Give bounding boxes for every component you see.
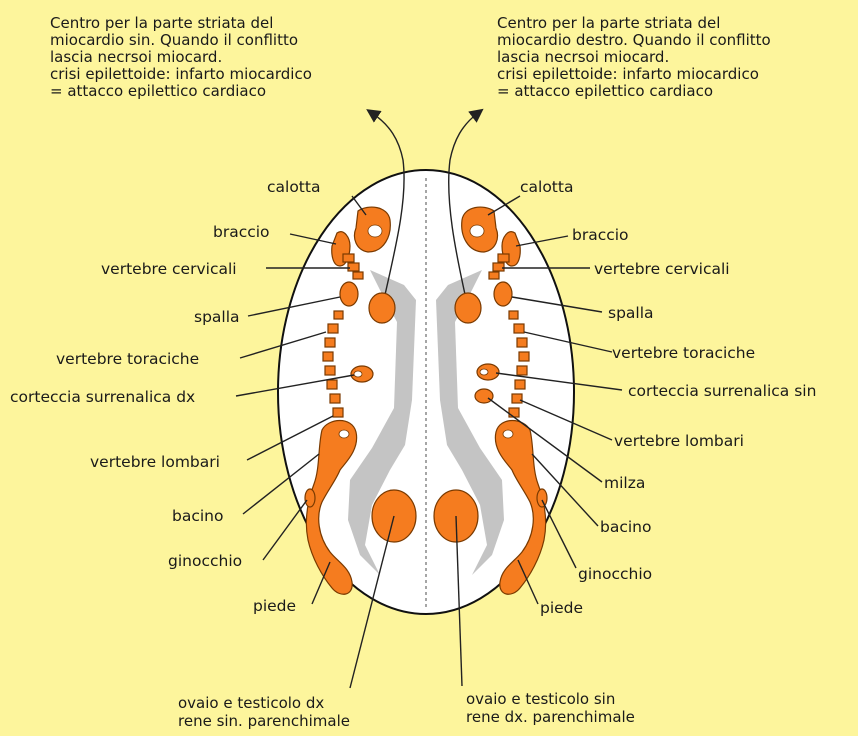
label-right-vertebre-toraciche: vertebre toraciche — [612, 344, 755, 362]
bottom-note-right-line: ovaio e testicolo sin — [466, 690, 615, 708]
label-right-ginocchio: ginocchio — [578, 565, 652, 583]
bottom-note-right-line: rene dx. parenchimale — [466, 708, 635, 726]
top-note-left: Centro per la parte striata del miocardi… — [50, 14, 317, 100]
label-left-ginocchio: ginocchio — [168, 552, 242, 570]
label-left-braccio: braccio — [213, 223, 270, 241]
right-cortex-nucleus — [455, 293, 481, 323]
label-right-bacino: bacino — [600, 518, 651, 536]
label-left-calotta: calotta — [267, 178, 320, 196]
label-right-braccio: braccio — [572, 226, 629, 244]
label-left-corteccia-surrenalica: corteccia surrenalica dx — [10, 388, 195, 406]
top-note-right-line: lascia necrsoi miocard. — [497, 48, 669, 66]
top-note-left-line: Centro per la parte striata del — [50, 14, 273, 32]
right-milza-organ — [475, 389, 493, 403]
right-spalla-organ — [494, 282, 512, 306]
top-note-left-line: = attacco epilettico cardiaco — [50, 82, 266, 100]
label-right-vertebre-lombari: vertebre lombari — [614, 432, 744, 450]
label-right-calotta: calotta — [520, 178, 573, 196]
label-left-vertebre-cervicali: vertebre cervicali — [101, 260, 237, 278]
left-spalla-organ — [340, 282, 358, 306]
label-left-vertebre-lombari: vertebre lombari — [90, 453, 220, 471]
label-left-vertebre-toraciche: vertebre toraciche — [56, 350, 199, 368]
top-note-right-line: crisi epilettoide: infarto miocardico — [497, 65, 759, 83]
bottom-note-right: ovaio e testicolo sin rene dx. parenchim… — [466, 690, 635, 726]
label-right-corteccia-surrenalica: corteccia surrenalica sin — [628, 382, 816, 400]
bottom-note-left-line: rene sin. parenchimale — [178, 712, 350, 730]
bottom-note-left: ovaio e testicolo dx rene sin. parenchim… — [178, 694, 350, 730]
left-cortex-nucleus — [369, 293, 395, 323]
top-note-right: Centro per la parte striata del miocardi… — [497, 14, 776, 100]
top-note-left-line: crisi epilettoide: infarto miocardico — [50, 65, 312, 83]
top-note-right-line: miocardio destro. Quando il conflitto — [497, 31, 771, 49]
top-note-left-line: lascia necrsoi miocard. — [50, 48, 222, 66]
label-left-bacino: bacino — [172, 507, 223, 525]
label-left-piede: piede — [253, 597, 296, 615]
label-right-spalla: spalla — [608, 304, 654, 322]
bottom-note-left-line: ovaio e testicolo dx — [178, 694, 324, 712]
label-left-spalla: spalla — [194, 308, 240, 326]
right-ginocchio-organ — [537, 489, 547, 507]
label-right-piede: piede — [540, 599, 583, 617]
left-ginocchio-organ — [305, 489, 315, 507]
top-note-left-line: miocardio sin. Quando il conflitto — [50, 31, 298, 49]
label-right-vertebre-cervicali: vertebre cervicali — [594, 260, 730, 278]
label-right-milza: milza — [604, 474, 645, 492]
top-note-right-line: = attacco epilettico cardiaco — [497, 82, 713, 100]
top-note-right-line: Centro per la parte striata del — [497, 14, 720, 32]
